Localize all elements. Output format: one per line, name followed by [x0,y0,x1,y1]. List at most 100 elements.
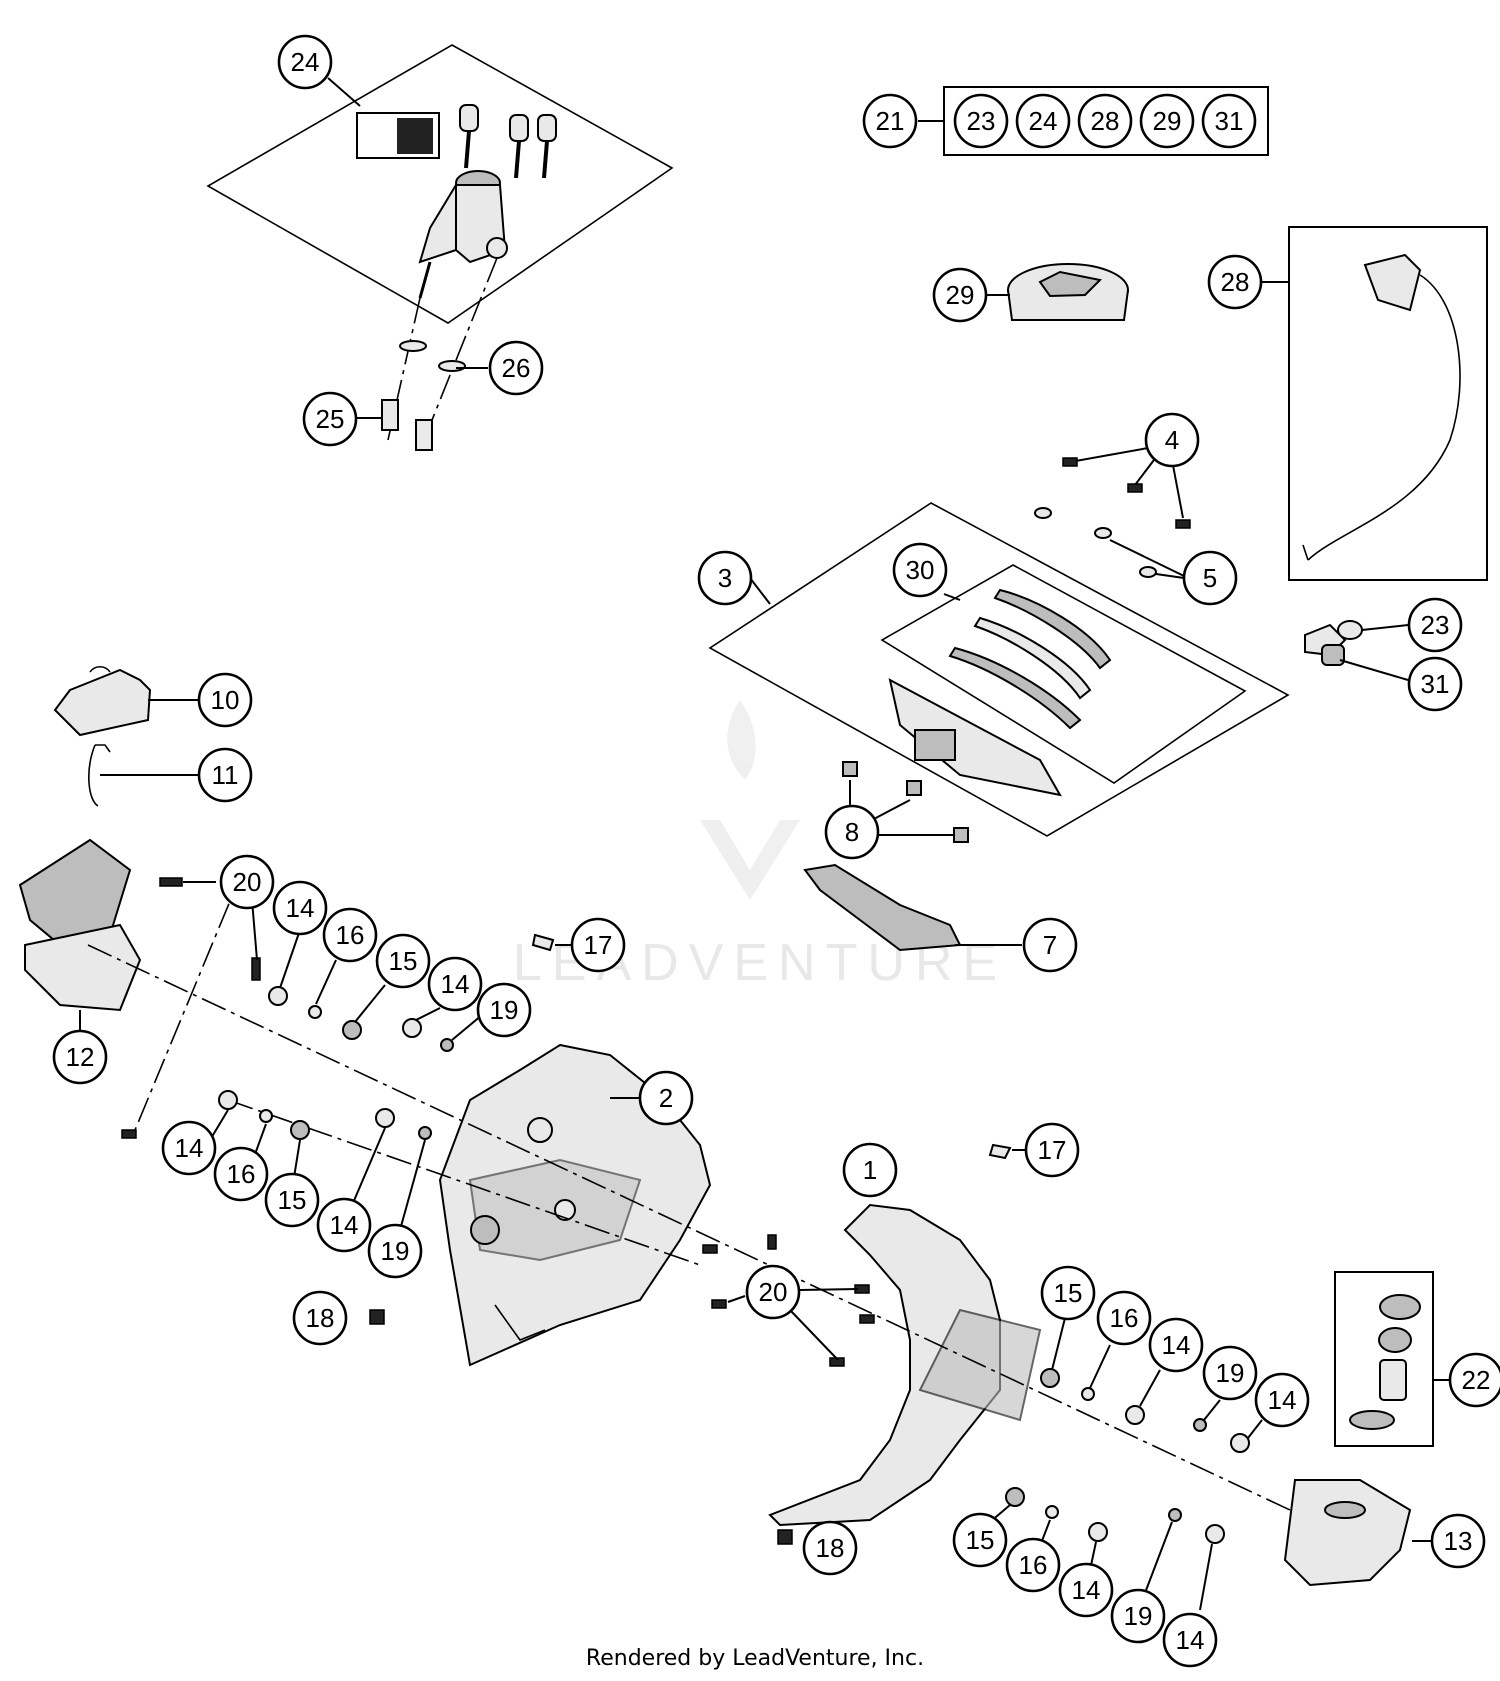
clip-icon [1034,507,1052,519]
svg-text:14: 14 [1176,1625,1205,1655]
callout-22[interactable]: 22 [1448,1352,1500,1408]
callout-19-d[interactable]: 19 [1110,1588,1166,1644]
kit-member-31[interactable]: 31 [1201,93,1257,149]
screws-and-clips: 4 5 [1034,412,1238,606]
callout-14-g[interactable]: 14 [1058,1562,1114,1618]
sleeve-icon [1045,1505,1059,1519]
kit-member-23[interactable]: 23 [953,93,1009,149]
screw-icon [121,1129,137,1139]
screw-icon [1062,457,1078,467]
callout-15-b[interactable]: 15 [264,1172,320,1228]
bolt-icon [1205,1524,1225,1544]
washer-icon [1193,1418,1207,1432]
screw-icon [702,1244,718,1254]
svg-text:24: 24 [291,47,320,77]
callout-14-c[interactable]: 14 [161,1120,217,1176]
sleeve-icon [308,1005,322,1019]
washer-icon [440,1038,454,1052]
callout-7[interactable]: 7 [1022,917,1078,973]
callout-12[interactable]: 12 [52,1029,108,1085]
callout-20-lower[interactable]: 20 [745,1264,801,1320]
callout-19-c[interactable]: 19 [1202,1345,1258,1401]
callout-17-b[interactable]: 17 [1024,1122,1080,1178]
svg-text:2: 2 [659,1083,673,1113]
callout-2[interactable]: 2 [638,1070,694,1126]
fuel-cap: 29 [932,263,1129,323]
right-lower-hardware: 15 16 14 19 14 [952,1487,1225,1668]
key-tag-code [397,118,433,154]
clip-icon [531,933,555,952]
frame-part-1: 1 [768,1142,1042,1527]
callout-5[interactable]: 5 [1182,550,1238,606]
callout-31[interactable]: 31 [1407,656,1463,712]
bolt-icon [1230,1433,1250,1453]
callout-15-c[interactable]: 15 [1040,1265,1096,1321]
nut-icon [906,780,922,796]
ignition-lock-body [418,170,508,299]
callout-10[interactable]: 10 [197,672,253,728]
callout-1[interactable]: 1 [842,1142,898,1198]
callout-15-a[interactable]: 15 [375,933,431,989]
callout-20-upper[interactable]: 20 [219,854,275,910]
svg-text:29: 29 [1153,106,1182,136]
lock-set-22: 22 [1334,1271,1500,1447]
callout-28[interactable]: 28 [1207,254,1263,310]
svg-text:18: 18 [306,1303,335,1333]
callout-14-b[interactable]: 14 [427,956,483,1012]
kit-member-28[interactable]: 28 [1077,93,1133,149]
callout-14-f[interactable]: 14 [1254,1372,1310,1428]
svg-text:17: 17 [1038,1135,1067,1165]
callout-24[interactable]: 24 [277,34,333,90]
grommet-icon [342,1020,362,1040]
callout-30[interactable]: 30 [892,542,948,598]
bolt-icon [1125,1405,1145,1425]
svg-text:4: 4 [1165,425,1179,455]
callout-14-e[interactable]: 14 [1148,1317,1204,1373]
callout-16-b[interactable]: 16 [213,1146,269,1202]
callout-16-d[interactable]: 16 [1005,1537,1061,1593]
grommet-icon [290,1120,310,1140]
svg-text:16: 16 [1110,1303,1139,1333]
callout-13[interactable]: 13 [1430,1513,1486,1569]
callout-3[interactable]: 3 [697,550,753,606]
kit-member-24[interactable]: 24 [1015,93,1071,149]
grommet-icon [1005,1487,1025,1507]
washer-icon [418,1126,432,1140]
svg-text:23: 23 [1421,610,1450,640]
svg-text:15: 15 [278,1185,307,1215]
callout-23[interactable]: 23 [1407,597,1463,653]
svg-text:26: 26 [502,353,531,383]
callout-18-b[interactable]: 18 [802,1520,858,1576]
side-cover-12: 12 [18,838,142,1085]
fuel-tank-cover-kit: 3 30 [697,502,1290,837]
callout-8[interactable]: 8 [824,804,880,860]
callout-16-c[interactable]: 16 [1096,1290,1152,1346]
callout-15-d[interactable]: 15 [952,1512,1008,1568]
middle-screws: 20 17 18 [702,1122,1080,1576]
bolt-icon [218,1090,238,1110]
callout-19-b[interactable]: 19 [367,1223,423,1279]
callout-16-a[interactable]: 16 [322,907,378,963]
kit-group: 21 23 24 28 29 31 [862,86,1269,156]
bolt-icon [1088,1522,1108,1542]
svg-text:14: 14 [441,969,470,999]
callout-19-a[interactable]: 19 [476,982,532,1038]
callout-14-a[interactable]: 14 [272,880,328,936]
svg-text:16: 16 [227,1159,256,1189]
callout-11[interactable]: 11 [197,747,253,803]
kit-member-29[interactable]: 29 [1139,93,1195,149]
callout-4[interactable]: 4 [1144,412,1200,468]
callout-26[interactable]: 26 [488,340,544,396]
callout-21[interactable]: 21 [862,93,918,149]
svg-text:8: 8 [845,817,859,847]
svg-text:11: 11 [212,760,239,790]
bolt-icon [402,1018,422,1038]
frame-part-2: 2 [438,1043,712,1367]
callout-17-a[interactable]: 17 [570,917,626,973]
callout-25[interactable]: 25 [302,391,358,447]
callout-18-a[interactable]: 18 [292,1290,348,1346]
callout-14-d[interactable]: 14 [316,1197,372,1253]
svg-text:14: 14 [175,1133,204,1163]
callout-14-h[interactable]: 14 [1162,1612,1218,1668]
callout-29[interactable]: 29 [932,267,988,323]
